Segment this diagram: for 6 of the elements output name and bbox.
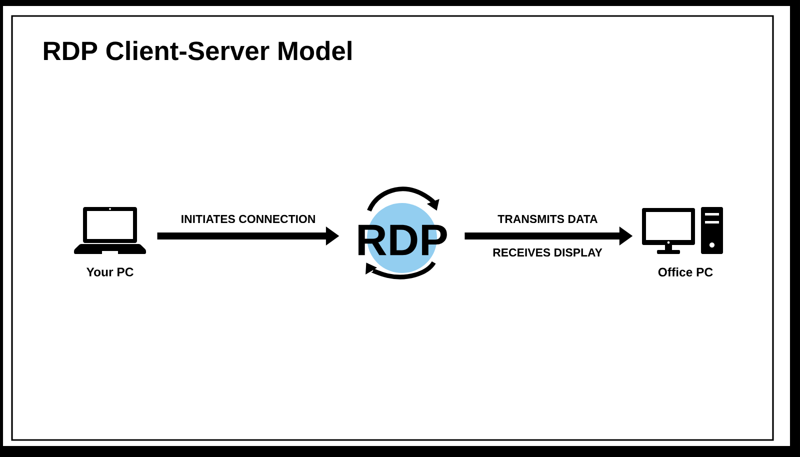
title: RDP Client-Server Model <box>44 40 352 60</box>
node-label: Office PC <box>658 268 713 276</box>
label: RECEIVES DISPLAY <box>490 246 604 259</box>
node-label: Your PC <box>86 268 134 276</box>
edge-label: TRANSMITS DATA <box>496 212 600 226</box>
edge-label: INITIATES CONNECTION <box>178 212 318 226</box>
